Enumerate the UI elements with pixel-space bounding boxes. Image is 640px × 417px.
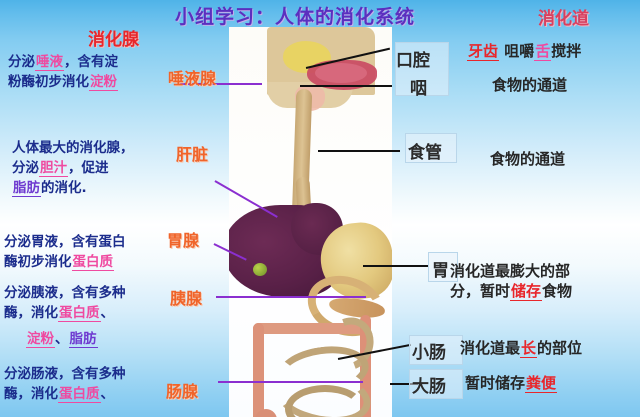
note-pancreas-fill-fat: 脂肪	[68, 331, 98, 348]
note-intestinal: 分泌肠液，含有多种 酶，消化蛋白质、	[4, 362, 126, 403]
note-intestinal-line2-a: 酶，消化	[4, 386, 58, 402]
desc-mouth-teeth: 牙齿	[467, 42, 500, 61]
desc-stomach-line2-a: 分，暂时	[450, 281, 511, 300]
cecum-icon	[255, 409, 277, 417]
desc-mouth-chew: 咀嚼	[499, 42, 535, 60]
note-salivary-fill-starch: 淀粉	[89, 74, 118, 91]
ascending-colon-icon	[253, 323, 264, 417]
desc-stomach-line2-b: 食物	[542, 281, 573, 300]
desc-mouth-mix: 搅拌	[551, 42, 582, 60]
note-pancreas-sep: 、	[55, 331, 69, 347]
leader-line-esophagus	[318, 150, 400, 152]
organ-label-large-intestine[interactable]: 大肠	[412, 377, 446, 397]
organ-label-small-intestine[interactable]: 小肠	[412, 343, 446, 363]
note-liver-line2-a: 分泌	[12, 160, 39, 176]
note-pancreas-line3: 淀粉、脂肪	[26, 327, 98, 348]
gland-label-gastric: 胃腺	[167, 231, 200, 250]
note-salivary-text-c: 粉酶初步消化	[8, 74, 89, 90]
note-gastric-fill-protein: 蛋白质	[71, 254, 114, 271]
leader-line-large-intestine	[390, 383, 418, 385]
desc-large-intestine-fill-feces: 粪便	[525, 374, 558, 393]
desc-stomach-line1: 消化道最膨大的部	[450, 262, 571, 280]
heading-digestive-tract: 消化道	[538, 9, 589, 29]
desc-stomach-fill-store: 储存	[510, 281, 543, 301]
label-box-esophagus	[405, 133, 457, 163]
leader-line-pharynx	[300, 85, 392, 87]
organ-label-pharynx[interactable]: 咽	[410, 79, 427, 99]
label-box-small-intestine	[409, 335, 463, 365]
gland-label-salivary: 唾液腺	[168, 69, 217, 88]
note-salivary-text-b: ，含有淀	[64, 54, 118, 70]
desc-mouth: 牙齿 咀嚼舌搅拌	[467, 40, 581, 61]
leader-line-stomach	[363, 265, 429, 267]
note-intestinal-line1: 分泌肠液，含有多种	[4, 366, 126, 382]
desc-mouth-tongue: 舌	[534, 42, 552, 61]
digestive-system-illustration	[229, 27, 392, 417]
desc-pharynx: 食物的通道	[492, 76, 568, 94]
label-box-mouth-pharynx	[395, 42, 449, 96]
note-liver-line3-b: 的消化.	[41, 180, 87, 196]
leader-line-intestinal-gland	[218, 381, 363, 383]
desc-esophagus: 食物的通道	[490, 150, 566, 168]
gallbladder-icon	[253, 263, 267, 276]
organ-label-mouth[interactable]: 口腔	[396, 51, 430, 71]
heading-digestive-glands: 消化腺	[88, 30, 139, 50]
descending-colon-icon	[360, 315, 371, 417]
desc-small-intestine-a: 消化道最	[460, 339, 521, 357]
desc-small-intestine: 消化道最长的部位	[460, 337, 582, 358]
label-box-stomach	[428, 252, 458, 282]
note-gastric-line2-a: 酶初步消化	[4, 254, 72, 270]
note-pancreas: 分泌胰液，含有多种 酶，消化蛋白质、	[4, 281, 126, 322]
label-box-large-intestine	[409, 369, 463, 399]
desc-small-intestine-fill-long: 长	[520, 339, 538, 358]
note-intestinal-line2-b: 、	[100, 386, 115, 402]
gland-label-pancreas: 胰腺	[170, 289, 203, 308]
desc-large-intestine: 暂时储存粪便	[465, 372, 558, 393]
note-gastric-line1: 分泌胃液，含有蛋白	[4, 234, 126, 250]
desc-small-intestine-b: 的部位	[537, 339, 583, 357]
note-pancreas-line2-b: 、	[100, 305, 115, 321]
leader-line-salivary-gland	[180, 83, 262, 85]
tongue-highlight-icon	[315, 63, 367, 83]
note-pancreas-line1: 分泌胰液，含有多种	[4, 285, 126, 301]
desc-large-intestine-a: 暂时储存	[465, 374, 526, 392]
note-liver: 人体最大的消化腺， 分泌胆汁，促进 脂肪的消化.	[12, 136, 134, 197]
note-liver-line1: 人体最大的消化腺，	[12, 140, 134, 156]
small-intestine-loop-4-icon	[285, 385, 365, 417]
transverse-colon-icon	[253, 323, 371, 334]
note-salivary: 分泌唾液，含有淀 粉酶初步消化淀粉	[8, 50, 118, 91]
desc-stomach: 消化道最膨大的部 分，暂时储存食物	[450, 262, 572, 301]
note-liver-fill-fat: 脂肪	[12, 180, 41, 197]
gland-label-liver: 肝脏	[176, 145, 209, 164]
note-gastric: 分泌胃液，含有蛋白 酶初步消化蛋白质	[4, 230, 126, 271]
gland-label-intestinal: 肠腺	[166, 382, 199, 401]
note-pancreas-fill-protein: 蛋白质	[58, 305, 101, 322]
note-pancreas-fill-starch: 淀粉	[26, 331, 55, 348]
note-salivary-fill-saliva: 唾液	[35, 54, 64, 71]
note-liver-line2-b: ，促进	[68, 160, 109, 176]
organ-label-stomach[interactable]: 胃	[432, 261, 449, 281]
leader-line-pancreas	[216, 296, 366, 298]
organ-label-esophagus[interactable]: 食管	[408, 143, 442, 163]
note-liver-fill-bile: 胆汁	[39, 160, 68, 177]
note-salivary-text-a: 分泌	[8, 54, 35, 70]
page-title: 小组学习：人体的消化系统	[175, 6, 416, 28]
note-pancreas-line2-a: 酶，消化	[4, 305, 58, 321]
note-intestinal-fill-protein: 蛋白质	[58, 386, 101, 403]
